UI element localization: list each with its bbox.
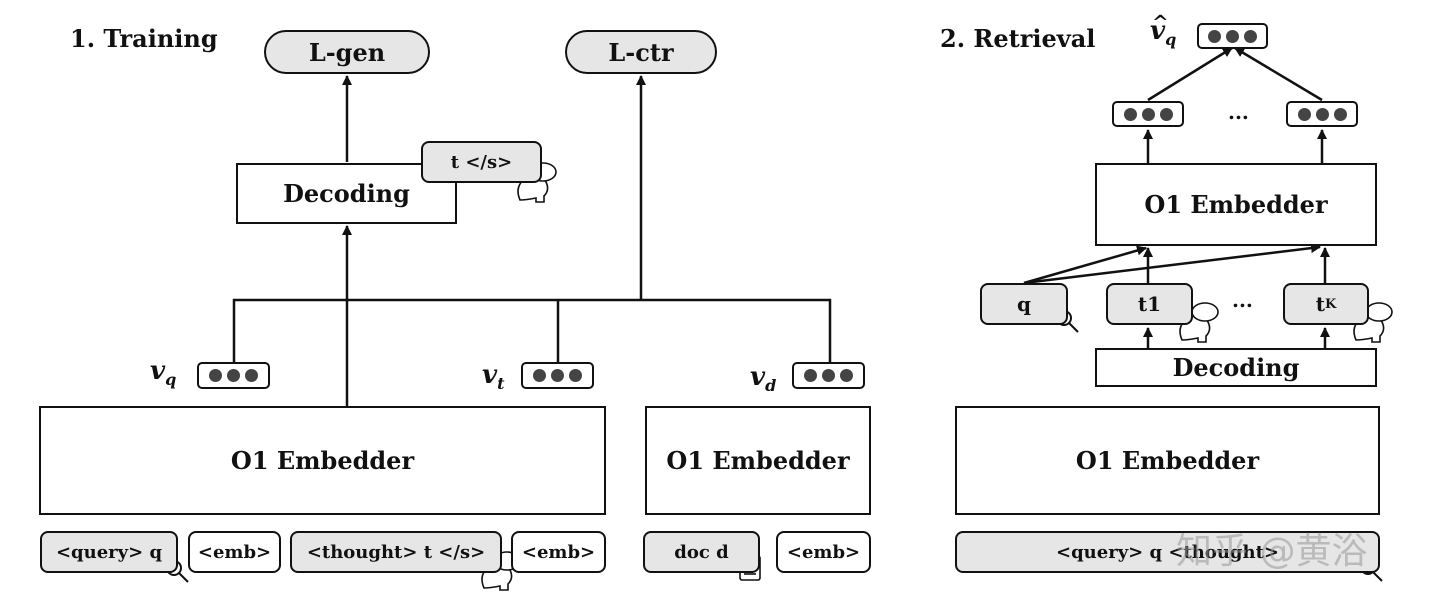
bus-line (232, 298, 832, 362)
input-thought-token: <thought> t </s> (290, 531, 502, 573)
decoding-box-training: Decoding (236, 163, 457, 224)
arrow-vec1-to-vhat (1147, 46, 1233, 102)
loss-ctr-node: L-ctr (565, 30, 717, 74)
input-query-token: <query> q (40, 531, 178, 573)
o1-embedder-doc: O1 Embedder (645, 406, 871, 515)
input-doc-token: doc d (643, 531, 760, 573)
input-emb-token-2: <emb> (511, 531, 606, 573)
retrieval-vector-2 (1286, 101, 1358, 127)
arrow-vec2-to-vhat (1234, 46, 1323, 102)
retrieval-q-token: q (980, 283, 1068, 325)
input-emb-token-1: <emb> (188, 531, 281, 573)
v-t-label: vt (482, 360, 505, 394)
v-d-vector (792, 362, 865, 389)
v-d-label: vd (750, 362, 777, 396)
o1-embedder-retrieval-mid: O1 Embedder (1095, 163, 1377, 246)
thought-tag: t </s> (421, 141, 542, 183)
hat-accent: ^ (1152, 10, 1169, 34)
decoding-box-retrieval: Decoding (1095, 348, 1377, 387)
section-title-training: 1. Training (70, 24, 218, 53)
retrieval-input-token: <query> q <thought> (955, 531, 1380, 573)
o1-embedder-retrieval-bottom: O1 Embedder (955, 406, 1380, 515)
v-t-vector (521, 362, 594, 389)
retrieval-vector-1 (1112, 101, 1184, 127)
loss-gen-node: L-gen (264, 30, 430, 74)
arrow-q-to-embedder-2 (1023, 243, 1321, 285)
arrow-q-to-embedder-1 (1023, 245, 1147, 285)
v-q-vector (197, 362, 270, 389)
v-hat-q-label: vq (1150, 16, 1177, 50)
ellipsis-top: ... (1228, 100, 1249, 124)
input-emb-token-3: <emb> (776, 531, 871, 573)
o1-embedder-query: O1 Embedder (39, 406, 606, 515)
retrieval-t1-token: t1 (1106, 283, 1193, 325)
section-title-retrieval: 2. Retrieval (940, 24, 1096, 53)
v-q-label: vq (150, 356, 177, 390)
v-hat-q-vector (1197, 23, 1268, 49)
ellipsis-mid: ... (1232, 288, 1253, 312)
watermark: 知乎 @黄浴 (1176, 531, 1368, 572)
